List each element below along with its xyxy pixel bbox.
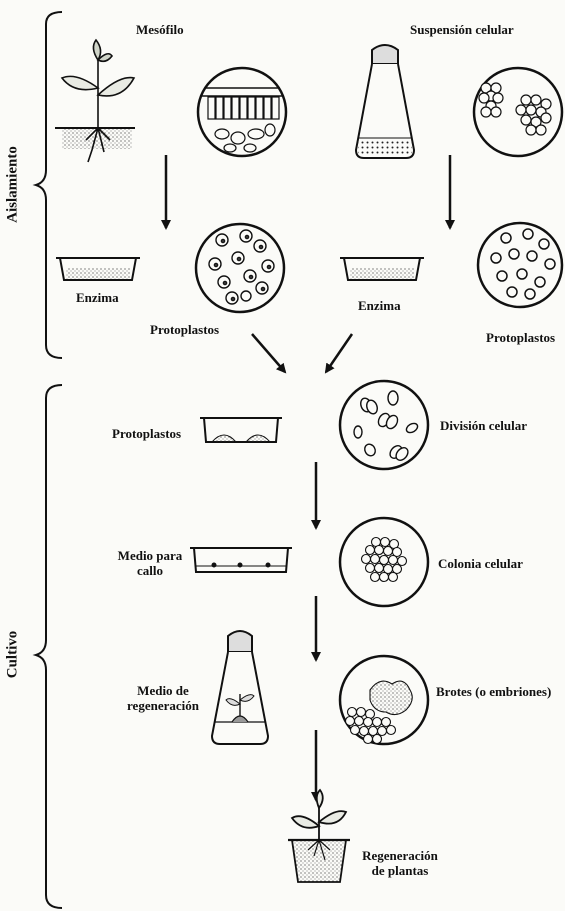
label-cell-suspension: Suspensión celular <box>410 22 514 37</box>
isolation-bracket <box>36 12 62 358</box>
enzyme-dish-left-icon <box>56 258 140 280</box>
culture-bracket <box>36 385 62 908</box>
label-shoots: Brotes (o embriones) <box>436 684 551 699</box>
label-regeneration-medium-line2: regeneración <box>118 698 208 713</box>
label-callus-medium-line2: callo <box>110 563 190 578</box>
label-plant-regeneration-line2: de plantas <box>350 863 450 878</box>
regeneration-flask-icon <box>212 631 268 744</box>
label-regeneration-medium-line1: Medio de <box>118 683 208 698</box>
potted-plant-icon <box>288 790 350 882</box>
cell-division-circle-icon <box>340 381 428 469</box>
cell-aggregates-circle-icon <box>474 68 562 156</box>
arrow-converge-right <box>326 334 352 372</box>
label-cell-division: División celular <box>440 418 527 433</box>
label-regeneration-medium: Medio de regeneración <box>118 683 208 713</box>
section-isolation-label: Aislamiento <box>5 140 22 230</box>
label-cell-colony: Colonia celular <box>438 556 523 571</box>
section-culture-label: Cultivo <box>5 620 22 690</box>
label-protoplasts-left: Protoplastos <box>150 322 219 337</box>
label-protoplasts-dish: Protoplastos <box>112 426 181 441</box>
leaf-tissue-circle-icon <box>198 68 286 156</box>
enzyme-dish-right-icon <box>340 258 424 280</box>
label-callus-medium: Medio para callo <box>110 548 190 578</box>
label-callus-medium-line1: Medio para <box>110 548 190 563</box>
cell-colony-circle-icon <box>340 518 428 606</box>
label-mesophyll: Mesófilo <box>136 22 184 37</box>
label-enzyme-left: Enzima <box>76 290 119 305</box>
plant-icon <box>55 40 135 162</box>
protoplast-culture-dish-icon <box>200 418 282 442</box>
label-plant-regeneration: Regeneración de plantas <box>350 848 450 878</box>
label-plant-regeneration-line1: Regeneración <box>350 848 450 863</box>
label-protoplasts-right: Protoplastos <box>486 330 555 345</box>
arrow-converge-left <box>252 334 285 372</box>
protoplasts-circle-right-icon <box>478 223 562 307</box>
suspension-flask-icon <box>356 45 414 158</box>
label-enzyme-right: Enzima <box>358 298 401 313</box>
callus-medium-dish-icon <box>190 548 292 572</box>
protoplasts-circle-left-icon <box>196 224 284 312</box>
shoots-circle-icon <box>340 656 428 744</box>
